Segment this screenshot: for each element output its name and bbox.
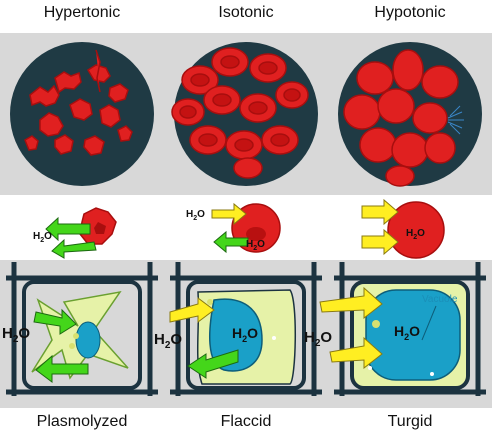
- rbc-hypertonic: [45, 207, 117, 259]
- plant-cell-turgid: [319, 262, 486, 396]
- label-turgid: Turgid: [387, 413, 433, 430]
- water-label-plant-turgid-in: H2O: [394, 323, 420, 342]
- rbc-isotonic: [211, 202, 281, 254]
- water-label-plant-turgid-out: H2O: [304, 329, 332, 349]
- label-flaccid: Flaccid: [220, 413, 272, 430]
- water-label-rbc-iso-out: H2O: [246, 239, 265, 252]
- dish-hypertonic: [10, 42, 154, 186]
- rbc-hypotonic: [361, 198, 445, 259]
- heading-hypotonic: Hypotonic: [374, 4, 446, 21]
- label-plasmolyzed: Plasmolyzed: [36, 413, 128, 430]
- water-label-rbc-hyper: H2O: [33, 231, 52, 244]
- plant-cell-plasmolyzed: [6, 262, 158, 396]
- dish-isotonic: [171, 42, 318, 186]
- burst-cell-lines: [447, 105, 464, 135]
- water-label-plant-flaccid-in: H2O: [232, 325, 258, 344]
- water-label-plant-flaccid-out: H2O: [154, 331, 182, 351]
- water-label-rbc-iso-in: H2O: [186, 209, 205, 222]
- dish-hypotonic: [338, 42, 482, 187]
- plant-cell-flaccid: [169, 262, 322, 396]
- water-label-rbc-hypo: H2O: [406, 228, 425, 241]
- vacuole-label: Vacuole: [422, 294, 458, 305]
- heading-hypertonic: Hypertonic: [43, 4, 121, 21]
- heading-isotonic: Isotonic: [218, 4, 274, 21]
- water-label-plant-plasmolyzed: H2O: [2, 325, 30, 345]
